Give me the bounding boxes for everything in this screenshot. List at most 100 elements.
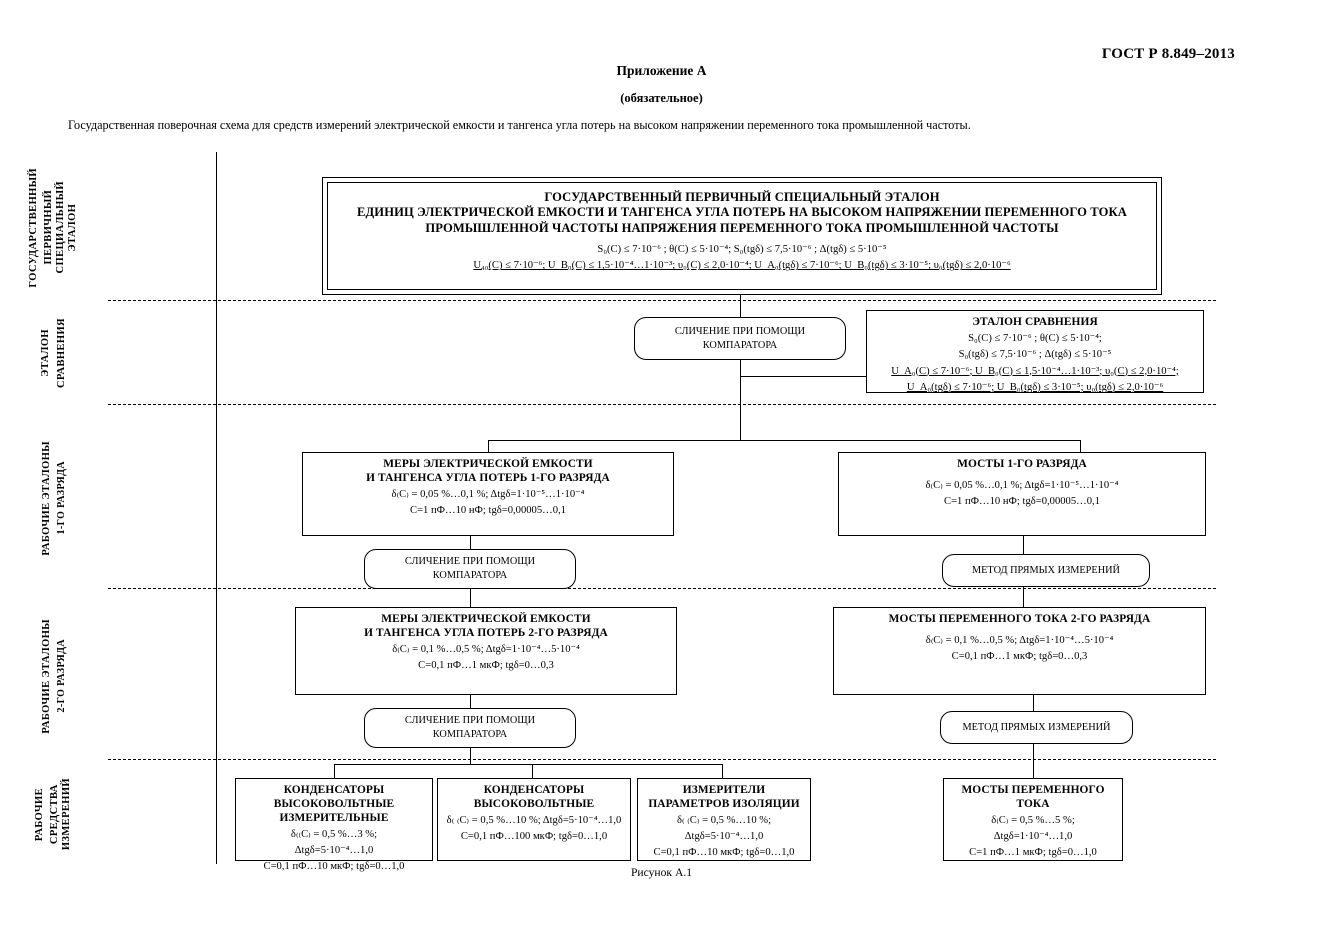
wm0-params-line3: С=0,1 пФ…10 мкФ; tgδ=0…1,0 — [263, 861, 405, 873]
working-means-box-capacitors-hv: КОНДЕНСАТОРЫ ВЫСОКОВОЛЬТНЫЕ δ₍ ₍C₎ = 0,5… — [437, 778, 631, 861]
primary-standard-params-line1: S₀(C) ≤ 7·10⁻⁶ ; θ(C) ≤ 5·10⁻⁴; S₀(tgδ) … — [597, 244, 887, 256]
separator-rank1-rank2 — [108, 588, 1216, 589]
connector-rank1-right-drop — [1080, 440, 1081, 452]
primary-standard-title-line1: ГОСУДАРСТВЕННЫЙ ПЕРВИЧНЫЙ СПЕЦИАЛЬНЫЙ ЭТ… — [544, 190, 940, 204]
connector-working-drop-3 — [722, 764, 723, 778]
separator-primary-compare — [108, 300, 1216, 301]
connector-rank2-measures-down — [470, 695, 471, 708]
wm2-params-line3: С=0,1 пФ…10 мкФ; tgδ=0…1,0 — [653, 847, 795, 859]
rank2-method-right-label: МЕТОД ПРЯМЫХ ИЗМЕРЕНИЙ — [962, 721, 1111, 733]
connector-working-stem — [470, 748, 471, 764]
connector-working-bus — [334, 764, 722, 765]
rank2-method-left-line1: СЛИЧЕНИЕ ПРИ ПОМОЩИ — [404, 715, 536, 727]
connector-rank1-method-left-down — [470, 589, 471, 607]
band-label-primary-text2: ПЕРВИЧНЫЙ СПЕЦИАЛЬНЫЙ ЭТАЛОН — [43, 181, 79, 274]
comparison-standard-params-line4: U_А₀(tgδ) ≤ 7·10⁻⁶; U_В₀(tgδ) ≤ 3·10⁻⁵; … — [906, 381, 1164, 393]
band-label-compare: ЭТАЛОН СРАВНЕНИЯ — [0, 303, 108, 403]
rank2-bridges-title: МОСТЫ ПЕРЕМЕННОГО ТОКА 2-ГО РАЗРЯДА — [888, 613, 1151, 625]
comparison-standard-box: ЭТАЛОН СРАВНЕНИЯ S₀(C) ≤ 7·10⁻⁶ ; θ(C) ≤… — [866, 310, 1204, 393]
rank1-method-left-line2: КОМПАРАТОРА — [432, 570, 508, 581]
band-label-working-text2: СРЕДСТВА ИЗМЕРЕНИЙ — [49, 778, 73, 851]
band-label-working-text1: РАБОЧИЕ — [34, 787, 46, 842]
band-label-rank1-text1: РАБОЧИЕ ЭТАЛОНЫ — [40, 440, 52, 556]
band-label-primary-text1: ГОСУДАРСТВЕННЫЙ — [28, 167, 40, 288]
connector-working-drop-1 — [334, 764, 335, 778]
wm2-params-line2: Δtgδ=5·10⁻⁴…1,0 — [684, 831, 764, 843]
rank2-method-right-capsule: МЕТОД ПРЯМЫХ ИЗМЕРЕНИЙ — [940, 711, 1133, 744]
working-means-box-insulation-meters: ИЗМЕРИТЕЛИ ПАРАМЕТРОВ ИЗОЛЯЦИИ δ₍ ₍C₎ = … — [637, 778, 811, 861]
comparison-method-capsule: СЛИЧЕНИЕ ПРИ ПОМОЩИ КОМПАРАТОРА — [634, 317, 846, 360]
figure-caption: Рисунок А.1 — [630, 866, 693, 879]
schema-intro-text: Государственная поверочная схема для сре… — [68, 118, 971, 132]
connector-rank1-method-right-down — [1023, 587, 1024, 607]
rank1-method-left-capsule: СЛИЧЕНИЕ ПРИ ПОМОЩИ КОМПАРАТОРА — [364, 549, 576, 589]
primary-standard-box: ГОСУДАРСТВЕННЫЙ ПЕРВИЧНЫЙ СПЕЦИАЛЬНЫЙ ЭТ… — [322, 177, 1162, 295]
wm1-title-line1: КОНДЕНСАТОРЫ — [483, 784, 585, 796]
comparison-standard-params-line1: S₀(C) ≤ 7·10⁻⁶ ; θ(C) ≤ 5·10⁻⁴; — [968, 332, 1102, 344]
wm1-params-line2: С=0,1 пФ…100 мкФ; tgδ=0…1,0 — [460, 831, 608, 843]
rank2-bridges-box: МОСТЫ ПЕРЕМЕННОГО ТОКА 2-ГО РАЗРЯДА δ₍C₎… — [833, 607, 1206, 695]
band-label-rank1-text2: 1-ГО РАЗРЯДА — [55, 461, 67, 535]
rank1-measures-title-line1: МЕРЫ ЭЛЕКТРИЧЕСКОЙ ЕМКОСТИ — [383, 458, 593, 470]
wm0-title-line1: КОНДЕНСАТОРЫ — [283, 784, 385, 796]
wm0-title-line2: ВЫСОКОВОЛЬТНЫЕ — [273, 797, 395, 810]
rank2-method-left-line2: КОМПАРАТОРА — [432, 729, 508, 740]
rank2-measures-box: МЕРЫ ЭЛЕКТРИЧЕСКОЙ ЕМКОСТИ И ТАНГЕНСА УГ… — [295, 607, 677, 695]
rank1-bridges-box: МОСТЫ 1-ГО РАЗРЯДА δ₍C₎ = 0,05 %…0,1 %; … — [838, 452, 1206, 536]
comparison-method-line1: СЛИЧЕНИЕ ПРИ ПОМОЩИ — [674, 325, 806, 337]
comparison-standard-params-line2: S₀(tgδ) ≤ 7,5·10⁻⁶ ; Δ(tgδ) ≤ 5·10⁻⁵ — [958, 349, 1112, 361]
band-label-compare-text1: ЭТАЛОН — [40, 329, 52, 377]
rank2-method-left-capsule: СЛИЧЕНИЕ ПРИ ПОМОЩИ КОМПАРАТОРА — [364, 708, 576, 748]
rank1-measures-params-line1: δ₍C₎ = 0,05 %…0,1 %; Δtgδ=1·10⁻⁵…1·10⁻⁴ — [391, 488, 585, 500]
connector-rank2-bridges-down — [1033, 695, 1034, 711]
comparison-standard-params-line3: U_А₀(C) ≤ 7·10⁻⁶; U_В₀(C) ≤ 1,5·10⁻⁴…1·1… — [891, 365, 1179, 377]
rank1-bridges-params-line2: С=1 пФ…10 нФ; tgδ=0,00005…0,1 — [944, 496, 1100, 508]
rank2-measures-params-line2: С=0,1 пФ…1 мкФ; tgδ=0…0,3 — [418, 660, 554, 672]
wm3-title-line2: ТОКА — [1016, 797, 1050, 810]
comparison-standard-title: ЭТАЛОН СРАВНЕНИЯ — [972, 316, 1098, 328]
wm2-params-line1: δ₍ ₍C₎ = 0,5 %…10 %; — [676, 814, 772, 826]
rank1-bridges-params-line1: δ₍C₎ = 0,05 %…0,1 %; Δtgδ=1·10⁻⁵…1·10⁻⁴ — [925, 479, 1119, 491]
working-means-box-capacitors-measuring: КОНДЕНСАТОРЫ ВЫСОКОВОЛЬТНЫЕ ИЗМЕРИТЕЛЬНЫ… — [235, 778, 433, 872]
wm0-params-line2: Δtgδ=5·10⁻⁴…1,0 — [294, 845, 374, 857]
band-label-working: РАБОЧИЕ СРЕДСТВА ИЗМЕРЕНИЙ — [0, 762, 108, 867]
primary-standard-title-line2: ЕДИНИЦ ЭЛЕКТРИЧЕСКОЙ ЕМКОСТИ И ТАНГЕНСА … — [357, 205, 1127, 220]
band-label-compare-text2: СРАВНЕНИЯ — [55, 318, 67, 388]
wm2-title-line1: ИЗМЕРИТЕЛИ — [682, 784, 766, 796]
band-label-rank1: РАБОЧИЕ ЭТАЛОНЫ 1-ГО РАЗРЯДА — [0, 408, 108, 588]
rank2-bridges-params-line2: С=0,1 пФ…1 мкФ; tgδ=0…0,3 — [951, 651, 1088, 663]
wm0-params-line1: δ₍₍C₎ = 0,5 %…3 %; — [290, 828, 378, 840]
connector-compare-stem — [740, 360, 741, 440]
rank1-method-right-capsule: МЕТОД ПРЯМЫХ ИЗМЕРЕНИЙ — [942, 554, 1150, 587]
connector-rank1-measures-down — [470, 536, 471, 549]
band-label-rank2-text2: 2-ГО РАЗРЯДА — [55, 639, 67, 713]
separator-compare-rank1 — [108, 404, 1216, 405]
working-means-box-ac-bridges: МОСТЫ ПЕРЕМЕННОГО ТОКА δ₍C₎ = 0,5 %…5 %;… — [943, 778, 1123, 861]
band-label-rank2-text1: РАБОЧИЕ ЭТАЛОНЫ — [40, 618, 52, 734]
appendix-subtitle: (обязательное) — [620, 91, 703, 105]
wm0-title-line3: ИЗМЕРИТЕЛЬНЫЕ — [279, 811, 389, 824]
wm1-params-line1: δ₍ ₍C₎ = 0,5 %…10 %; Δtgδ=5·10⁻⁴…1,0 — [446, 814, 622, 826]
connector-rank1-left-drop — [488, 440, 489, 452]
rank1-measures-params-line2: С=1 пФ…10 нФ; tgδ=0,00005…0,1 — [410, 505, 566, 517]
primary-standard-title-line3: ПРОМЫШЛЕННОЙ ЧАСТОТЫ НАПРЯЖЕНИЯ ПЕРЕМЕНН… — [425, 220, 1059, 235]
rank1-bridges-title: МОСТЫ 1-ГО РАЗРЯДА — [957, 458, 1087, 470]
connector-rank2-method-right-down — [1033, 744, 1034, 778]
rank2-measures-params-line1: δ₍C₎ = 0,1 %…0,5 %; Δtgδ=1·10⁻⁴…5·10⁻⁴ — [392, 643, 580, 655]
connector-primary-to-compare — [740, 295, 741, 317]
appendix-title: Приложение А — [616, 63, 707, 78]
connector-compare-to-standard — [740, 376, 867, 377]
connector-rank1-bridges-down — [1023, 536, 1024, 554]
connector-rank1-bus — [488, 440, 1080, 441]
comparison-method-line2: КОМПАРАТОРА — [702, 339, 778, 351]
rank1-method-left-line1: СЛИЧЕНИЕ ПРИ ПОМОЩИ — [404, 556, 536, 568]
wm3-params-line1: δ₍C₎ = 0,5 %…5 %; — [991, 814, 1075, 826]
rank1-method-right-label: МЕТОД ПРЯМЫХ ИЗМЕРЕНИЙ — [971, 564, 1120, 576]
primary-standard-params-line2: U₄₀(C) ≤ 7·10⁻⁶; U_В₀(C) ≤ 1,5·10⁻⁴…1·10… — [473, 260, 1011, 272]
wm3-title-line1: МОСТЫ ПЕРЕМЕННОГО — [961, 784, 1105, 796]
rank2-bridges-params-line1: δ₍C₎ = 0,1 %…0,5 %; Δtgδ=1·10⁻⁴…5·10⁻⁴ — [925, 634, 1114, 646]
band-label-rank2: РАБОЧИЕ ЭТАЛОНЫ 2-ГО РАЗРЯДА — [0, 592, 108, 760]
primary-standard-inner: ГОСУДАРСТВЕННЫЙ ПЕРВИЧНЫЙ СПЕЦИАЛЬНЫЙ ЭТ… — [327, 182, 1157, 290]
connector-working-drop-2 — [532, 764, 533, 778]
wm2-title-line2: ПАРАМЕТРОВ ИЗОЛЯЦИИ — [648, 797, 800, 810]
